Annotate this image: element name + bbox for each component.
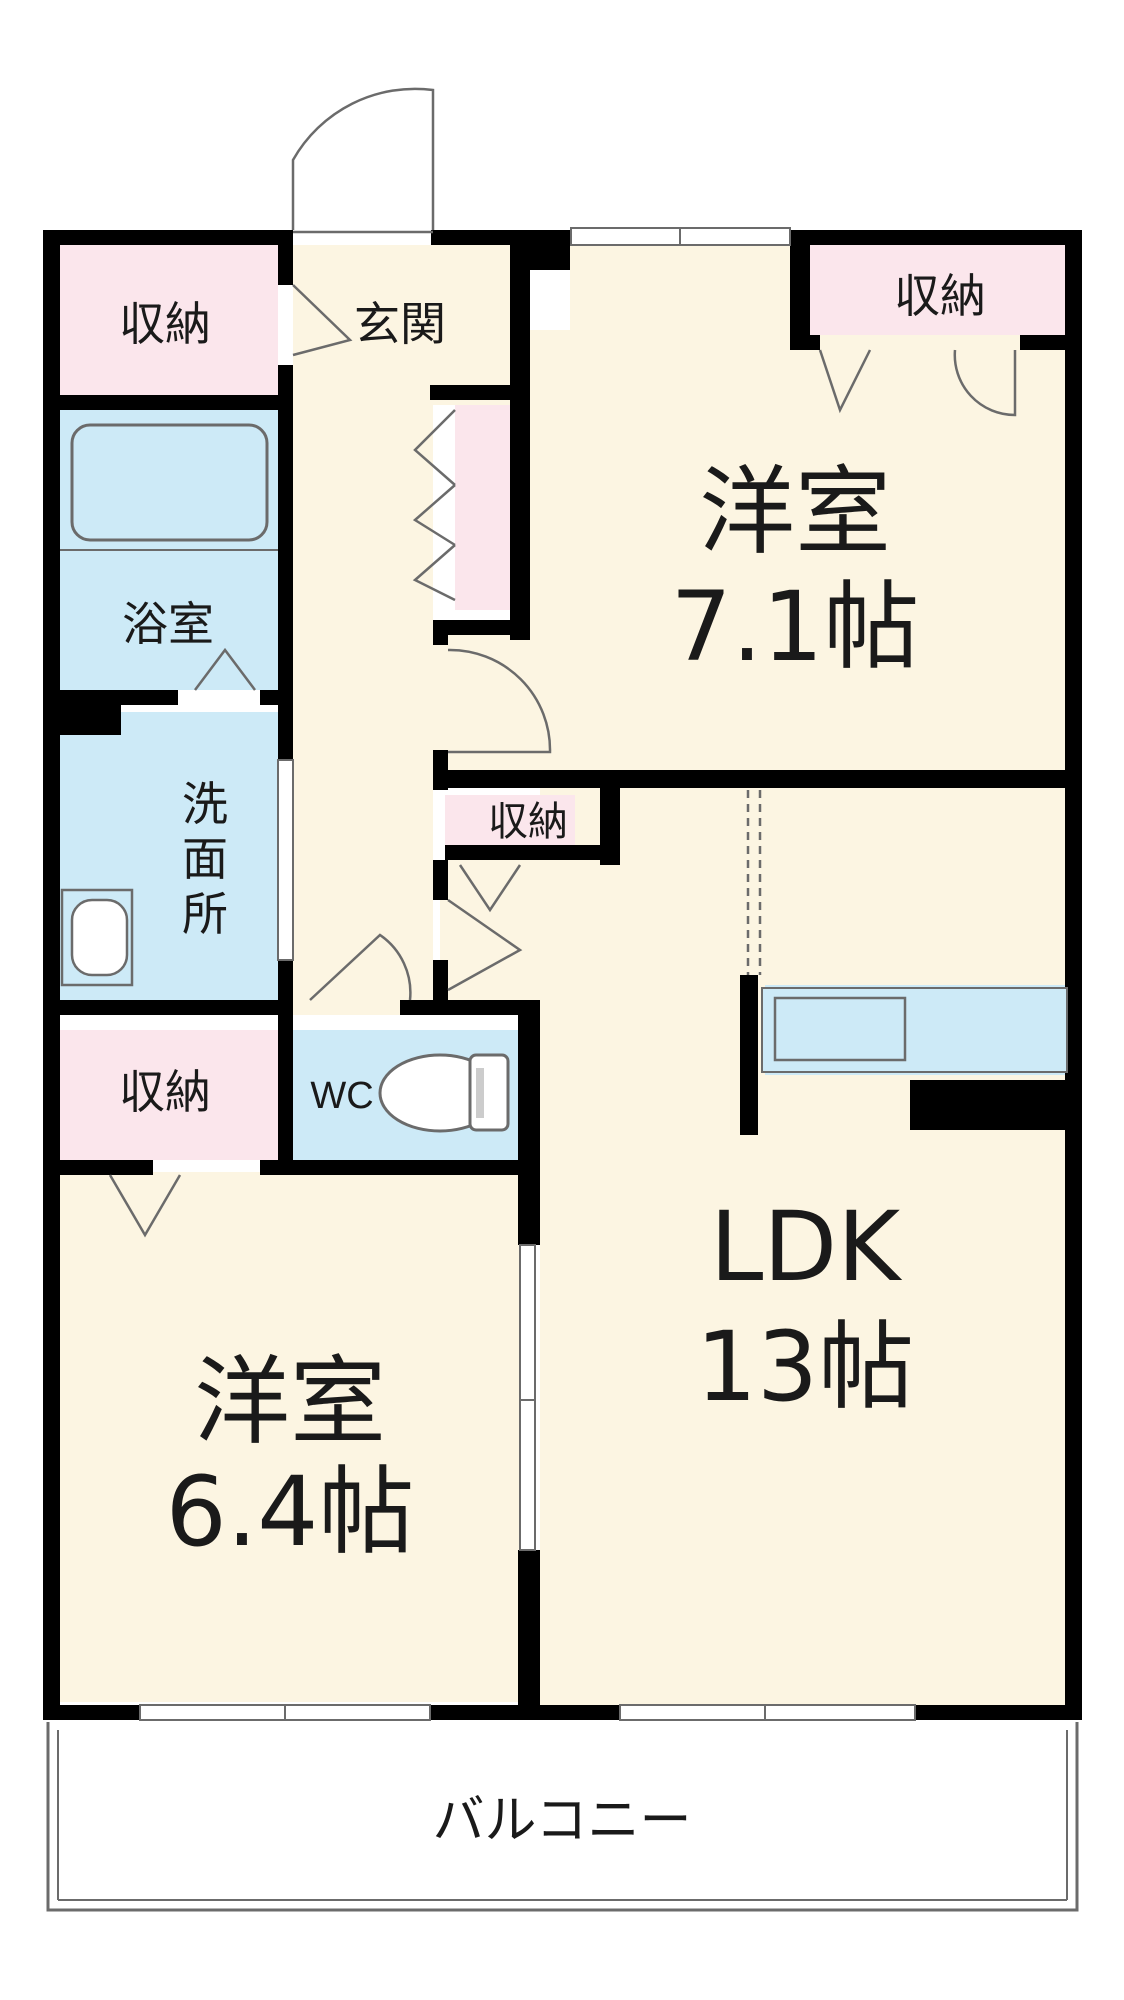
toilet-label: WC (310, 1075, 373, 1117)
bathtub-icon (60, 423, 278, 551)
balcony (46, 1722, 1079, 1912)
windows (139, 227, 916, 1721)
western-room-north-name: 洋室 (699, 456, 891, 568)
ldk-size: 13帖 (696, 1311, 914, 1423)
doors (108, 87, 1017, 1238)
washroom-label-2: 面 (182, 832, 228, 886)
storage-nw-label: 収納 (119, 297, 211, 351)
room-labels: 収納 玄関 収納 洋室 7.1帖 浴室 洗 面 所 収納 収納 WC LDK 1… (119, 269, 986, 1851)
storage-ne-label: 収納 (894, 269, 986, 323)
toilet-icon (378, 1053, 510, 1133)
washroom-label-1: 洗 (182, 777, 228, 831)
bathroom-label: 浴室 (122, 597, 214, 651)
storage-sw-label: 収納 (119, 1065, 211, 1119)
washbasin-icon (60, 888, 134, 987)
balcony-label: バルコニー (433, 1791, 692, 1851)
washroom-label-3: 所 (182, 887, 228, 941)
walls (43, 230, 1082, 1720)
kitchen-counter-icon (761, 987, 1068, 1073)
western-room-north-size: 7.1帖 (671, 571, 920, 683)
storage-mid-label: 収納 (488, 799, 568, 845)
ldk-name: LDK (710, 1191, 902, 1303)
entrance-label: 玄関 (354, 297, 446, 351)
western-room-south-name: 洋室 (194, 1346, 386, 1458)
western-room-south-size: 6.4帖 (166, 1456, 415, 1568)
